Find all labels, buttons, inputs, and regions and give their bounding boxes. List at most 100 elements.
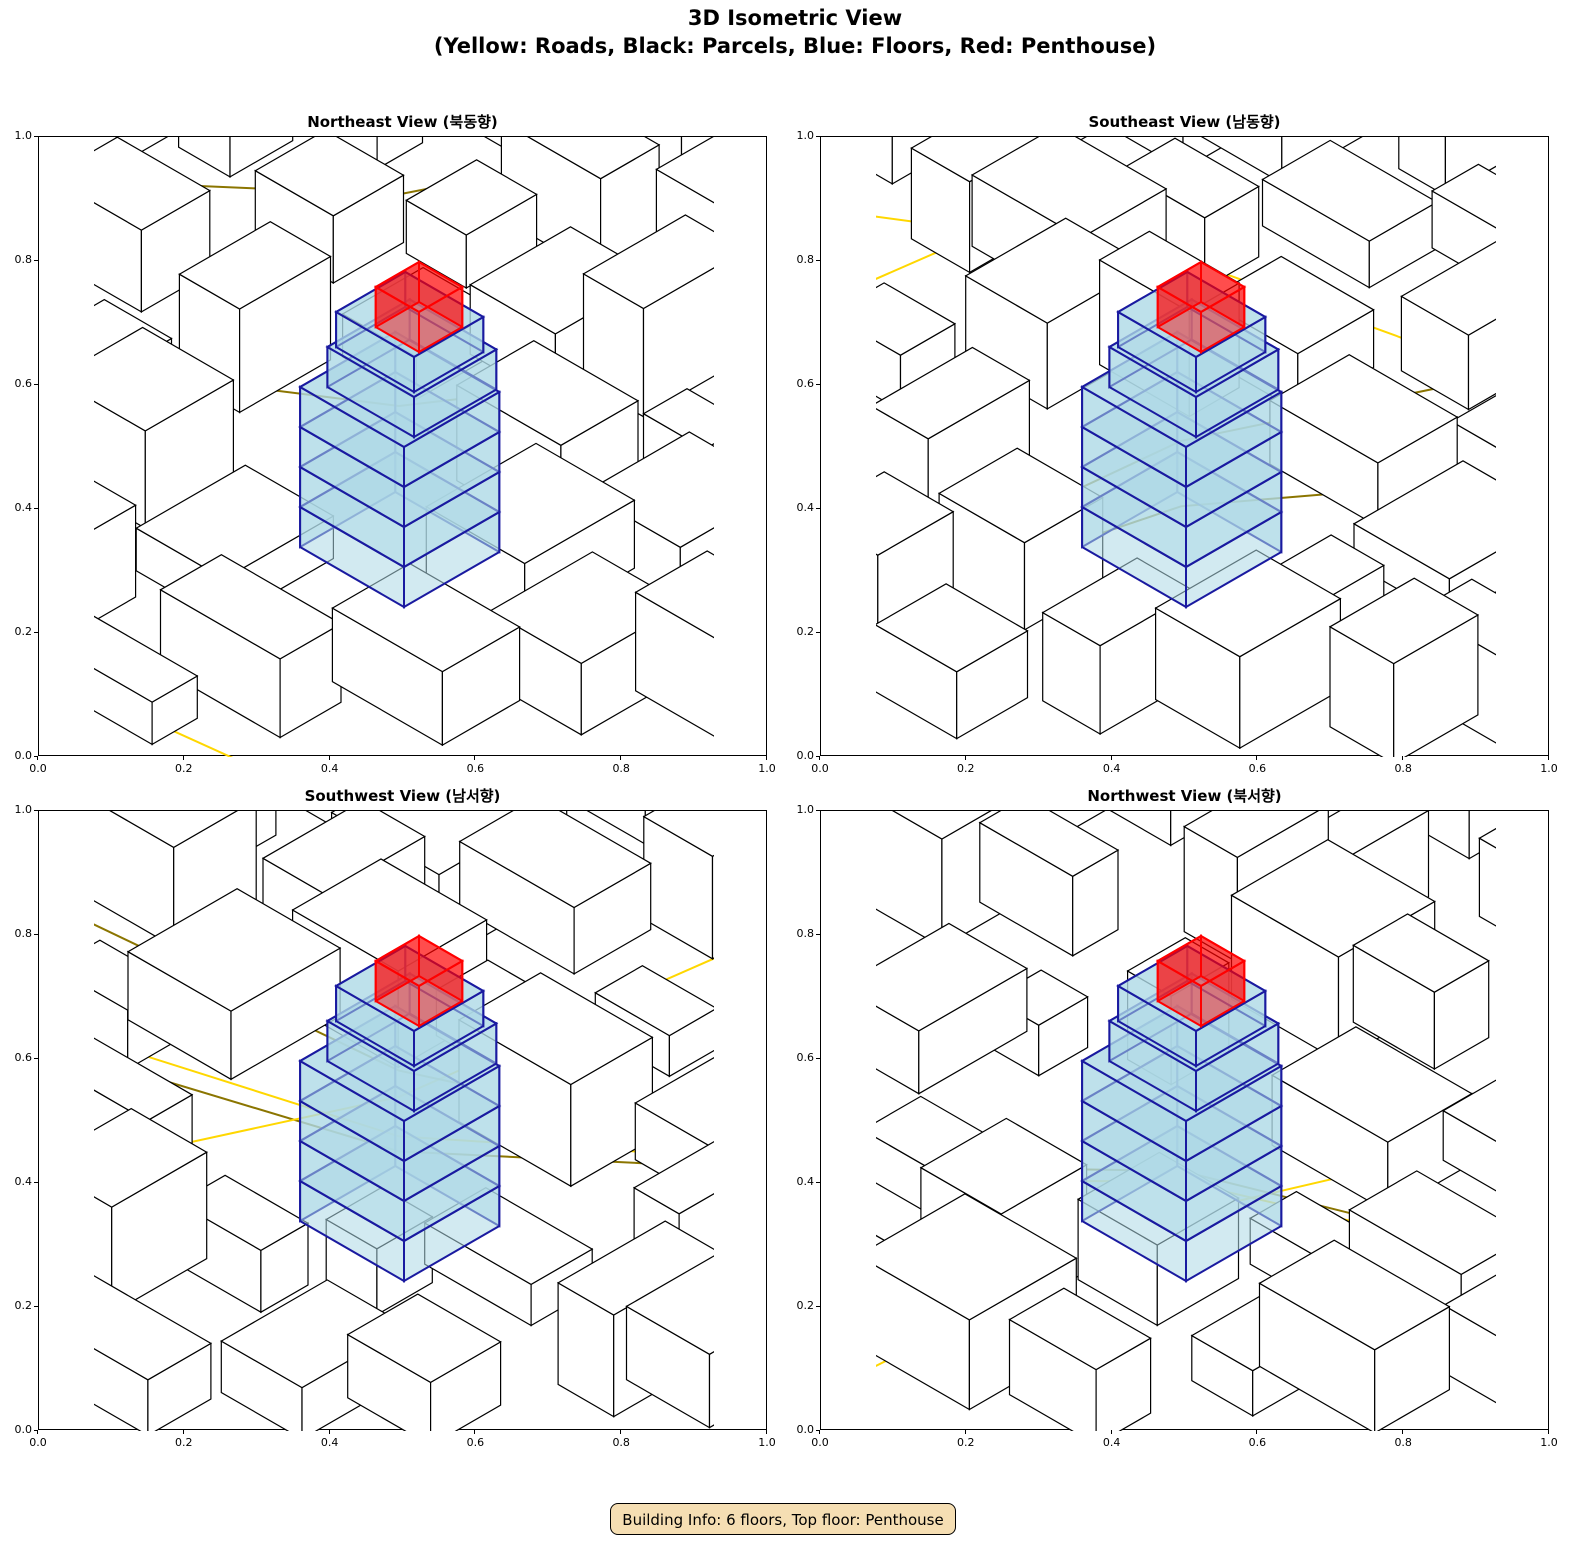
x-tick-label: 1.0 <box>1540 1436 1558 1449</box>
parcel-building <box>178 137 294 178</box>
y-tick-mark <box>816 1182 820 1183</box>
x-tick-mark <box>620 756 622 760</box>
y-tick-mark <box>34 1182 38 1183</box>
parcel-building <box>1328 577 1480 757</box>
southeast-view-axes <box>820 136 1549 757</box>
x-tick-mark <box>620 1430 622 1434</box>
parcel-building <box>1352 913 1490 1071</box>
x-tick-label: 0.6 <box>1248 762 1267 775</box>
x-tick-label: 0.6 <box>466 1436 485 1449</box>
parcel-building <box>634 550 714 737</box>
y-tick-mark <box>816 260 820 261</box>
x-tick-label: 0.6 <box>1248 1436 1267 1449</box>
parcel-building <box>1478 827 1496 927</box>
main-building <box>298 260 502 609</box>
parcel-building <box>458 811 652 975</box>
parcel-building <box>642 811 714 960</box>
x-tick-label: 0.8 <box>612 1436 630 1449</box>
x-tick-mark <box>964 756 966 760</box>
penthouse <box>373 260 465 354</box>
y-tick-label: 0.6 <box>14 377 33 390</box>
floor-6 <box>334 944 486 1068</box>
y-tick-label: 0.2 <box>14 1299 33 1312</box>
y-tick-mark <box>34 136 38 137</box>
parcel-building <box>94 811 257 948</box>
x-tick-label: 1.0 <box>1540 762 1558 775</box>
x-tick-mark <box>474 756 476 760</box>
x-tick-label: 0.2 <box>175 762 193 775</box>
southwest-view-axes <box>38 810 767 1431</box>
penthouse <box>1155 934 1247 1028</box>
parcel-building <box>1008 1287 1152 1431</box>
x-tick-label: 0.4 <box>1102 1436 1121 1449</box>
y-tick-mark <box>816 1306 820 1307</box>
y-tick-mark <box>34 934 38 935</box>
parcel-building <box>876 583 1029 740</box>
panel-title-southwest: Southwest View (남서향) <box>304 787 501 805</box>
parcel-building <box>94 1275 213 1431</box>
y-tick-mark <box>34 1430 38 1431</box>
x-tick-mark <box>1548 756 1549 760</box>
parcel-building <box>978 811 1120 957</box>
y-tick-mark <box>816 1058 820 1059</box>
x-tick-label: 0.4 <box>320 1436 339 1449</box>
x-tick-mark <box>37 756 38 760</box>
x-tick-mark <box>1402 756 1404 760</box>
y-tick-mark <box>816 934 820 935</box>
parcel-building <box>1258 1239 1451 1431</box>
x-tick-mark <box>474 1430 476 1434</box>
x-tick-mark <box>1110 756 1112 760</box>
parcel-building <box>94 480 137 622</box>
x-tick-mark <box>1548 1430 1549 1434</box>
northeast-view-axes <box>38 136 767 757</box>
y-tick-label: 1.0 <box>796 803 815 816</box>
x-tick-mark <box>182 756 184 760</box>
x-tick-label: 0.0 <box>29 762 47 775</box>
y-tick-label: 0.4 <box>796 1175 815 1188</box>
y-tick-mark <box>816 756 820 757</box>
building-info-box: Building Info: 6 floors, Top floor: Pent… <box>610 1503 956 1535</box>
parcel-building <box>126 888 342 1081</box>
y-tick-mark <box>34 1306 38 1307</box>
y-tick-mark <box>34 384 38 385</box>
x-tick-label: 0.0 <box>811 762 829 775</box>
y-tick-mark <box>34 810 38 811</box>
y-tick-mark <box>34 260 38 261</box>
parcel-building <box>1442 1079 1496 1192</box>
parcel-building <box>625 1255 714 1429</box>
figure-subtitle: (Yellow: Roads, Black: Parcels, Blue: Fl… <box>433 34 1157 58</box>
x-tick-label: 1.0 <box>758 762 776 775</box>
x-tick-mark <box>37 1430 38 1434</box>
y-tick-label: 0.2 <box>796 1299 815 1312</box>
x-tick-mark <box>1110 1430 1112 1434</box>
y-tick-label: 1.0 <box>796 129 815 142</box>
parcel-building <box>346 1293 502 1431</box>
parcel-building <box>1154 549 1342 750</box>
parcel-building <box>159 554 343 739</box>
road-line <box>94 693 234 757</box>
y-tick-mark <box>816 632 820 633</box>
x-tick-mark <box>182 1430 184 1434</box>
x-tick-mark <box>819 756 820 760</box>
x-tick-label: 1.0 <box>758 1436 776 1449</box>
parcel-building <box>1400 241 1496 411</box>
y-tick-mark <box>34 756 38 757</box>
y-tick-label: 1.0 <box>14 803 33 816</box>
y-tick-label: 0.6 <box>14 1051 33 1064</box>
y-tick-label: 0.2 <box>796 625 815 638</box>
parcel-building <box>937 447 1104 631</box>
x-tick-label: 0.2 <box>175 1436 193 1449</box>
main-building <box>298 934 502 1283</box>
x-tick-label: 0.4 <box>1102 762 1121 775</box>
y-tick-label: 0.8 <box>796 927 815 940</box>
y-tick-mark <box>34 508 38 509</box>
x-tick-mark <box>766 1430 767 1434</box>
x-tick-label: 0.8 <box>612 762 630 775</box>
y-tick-mark <box>34 1058 38 1059</box>
x-tick-label: 0.0 <box>811 1436 829 1449</box>
x-tick-label: 0.4 <box>320 762 339 775</box>
parcel-building <box>1348 1170 1496 1326</box>
parcel-building <box>876 922 1029 1095</box>
x-tick-mark <box>1402 1430 1404 1434</box>
